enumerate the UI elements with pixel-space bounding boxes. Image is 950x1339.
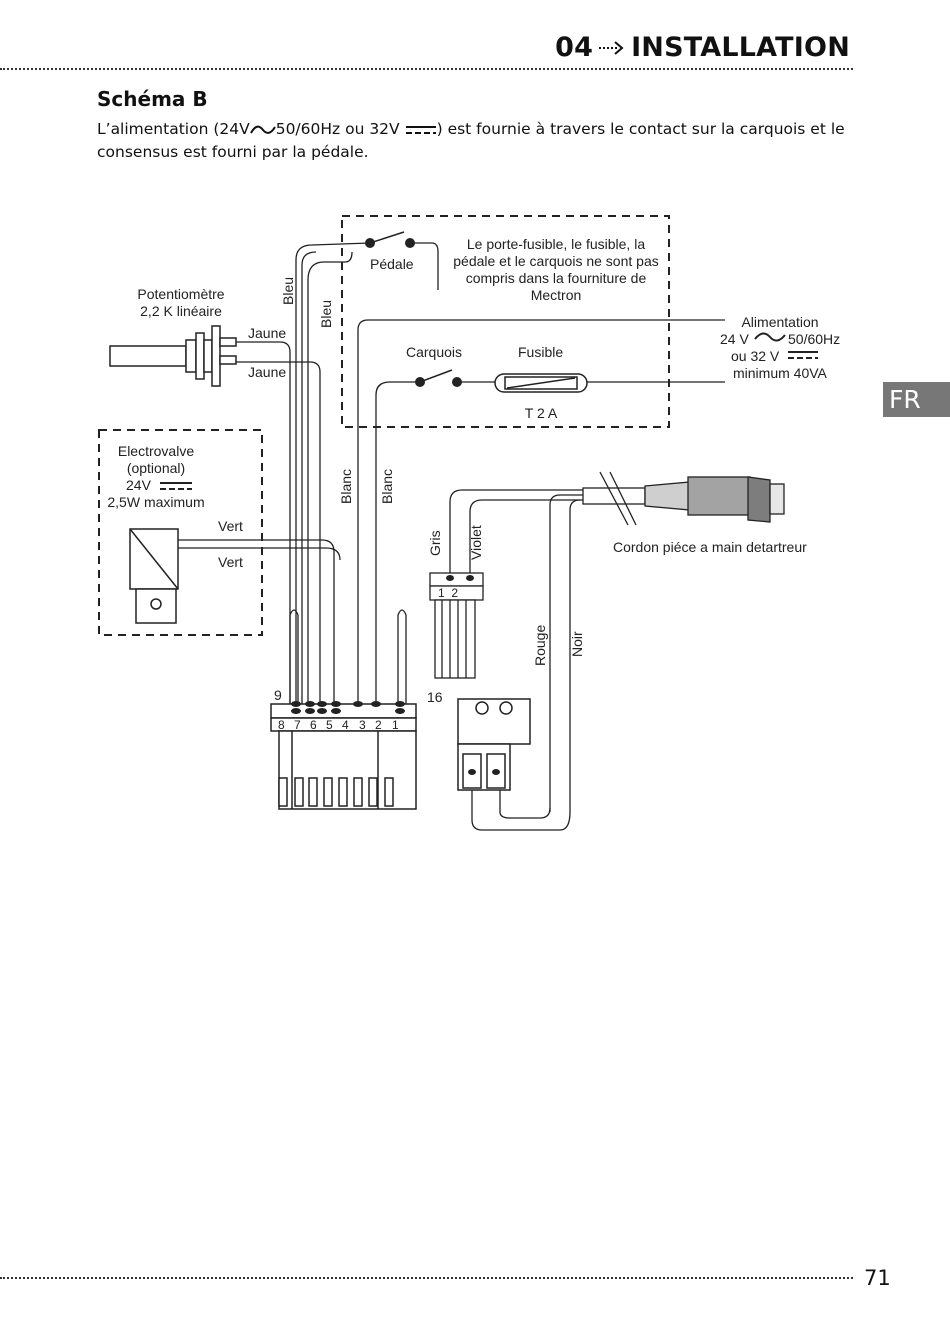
intro-paragraph: L’alimentation (24V 50/60Hz ou 32V ) est … [97, 118, 857, 164]
potentiometer-icon [109, 325, 237, 387]
section-title: Schéma B [97, 87, 208, 111]
electrovalve-dashed-box [98, 429, 263, 636]
note-line-3: compris dans la fourniture de [466, 270, 647, 286]
electrovalve-icon [129, 528, 179, 624]
wire-label-bleu-2: Bleu [318, 300, 334, 328]
electrovalve-label-2: (optional) [127, 460, 185, 476]
intro-text-1: L’alimentation (24V [97, 120, 250, 138]
wire-label-gris: Gris [427, 530, 443, 556]
page-number: 71 [864, 1266, 891, 1290]
connector-pin-labels: 1 2 [438, 586, 458, 600]
terminal-number: 7 [294, 718, 301, 732]
note-line-4: Mectron [531, 287, 582, 303]
fuse-rating-label: T 2 A [525, 405, 558, 421]
intro-text-3: ) est fournie à travers le contact sur l… [97, 120, 845, 161]
language-tab: FR [883, 382, 950, 417]
wire-label-vert-2: Vert [218, 554, 243, 570]
arrow-right-icon [599, 40, 624, 55]
alimentation-min: minimum 40VA [733, 365, 828, 381]
fuse-icon [494, 373, 588, 393]
terminal-number: 2 [375, 718, 382, 732]
dc-symbol-icon [160, 482, 192, 490]
terminal-label-16: 16 [427, 689, 443, 705]
alimentation-24v: 24 V [720, 331, 749, 347]
fusible-label: Fusible [518, 344, 563, 360]
pedal-switch-icon [365, 231, 415, 248]
potentiometer-label-2: 2,2 K linéaire [140, 303, 222, 319]
ac-symbol-icon [754, 332, 786, 342]
note-line-1: Le porte-fusible, le fusible, la [467, 236, 645, 252]
handpiece-cord-icon [582, 471, 785, 526]
terminal-number: 3 [359, 718, 366, 732]
electrovalve-label-1: Electrovalve [118, 443, 194, 459]
carquois-switch-icon [415, 369, 462, 387]
note-line-2: pédale et le carquois ne sont pas [453, 253, 658, 269]
wire-label-noir: Noir [569, 631, 585, 657]
dc-symbol-icon [405, 125, 436, 134]
wire-label-vert-1: Vert [218, 518, 243, 534]
terminal-screws [291, 701, 405, 714]
carquois-label: Carquois [406, 344, 462, 360]
wire-label-rouge: Rouge [532, 625, 548, 666]
alimentation-32v: ou 32 V [731, 348, 780, 364]
wire-label-bleu-1: Bleu [280, 277, 296, 305]
wire-label-jaune-2: Jaune [248, 364, 286, 380]
wire-label-blanc-1: Blanc [338, 469, 354, 504]
electrovalve-label-3: 24V [126, 477, 152, 493]
cordon-label: Cordon piéce a main detartreur [613, 539, 807, 555]
terminal-number: 6 [310, 718, 317, 732]
two-pin-connector-icon [429, 572, 484, 679]
screw-terminal-icon [457, 698, 531, 791]
wires [178, 242, 725, 831]
dc-symbol-icon [788, 351, 818, 359]
intro-text-2: 50/60Hz ou 32V [275, 120, 400, 138]
chapter-title: INSTALLATION [631, 32, 850, 63]
terminal-number: 8 [278, 718, 285, 732]
terminal-number: 1 [392, 718, 399, 732]
terminal-number: 4 [342, 718, 349, 732]
alimentation-label: Alimentation [741, 314, 818, 330]
potentiometer-label-1: Potentiomètre [137, 286, 224, 302]
terminal-block-icon [270, 703, 417, 810]
electrovalve-label-4: 2,5W maximum [107, 494, 204, 510]
pedale-label: Pédale [370, 256, 414, 272]
header-divider [0, 68, 853, 70]
chapter-number: 04 [555, 32, 594, 63]
wire-label-blanc-2: Blanc [379, 469, 395, 504]
alimentation-freq: 50/60Hz [788, 331, 840, 347]
wire-label-violet: Violet [468, 525, 484, 560]
terminal-label-9: 9 [274, 687, 282, 703]
pedal-fuse-dashed-box [341, 215, 670, 428]
chapter-header: 04 INSTALLATION [555, 32, 850, 63]
terminal-number: 5 [326, 718, 333, 732]
wire-label-jaune-1: Jaune [248, 325, 286, 341]
footer-divider [0, 1277, 853, 1279]
ac-symbol-icon [249, 125, 276, 134]
